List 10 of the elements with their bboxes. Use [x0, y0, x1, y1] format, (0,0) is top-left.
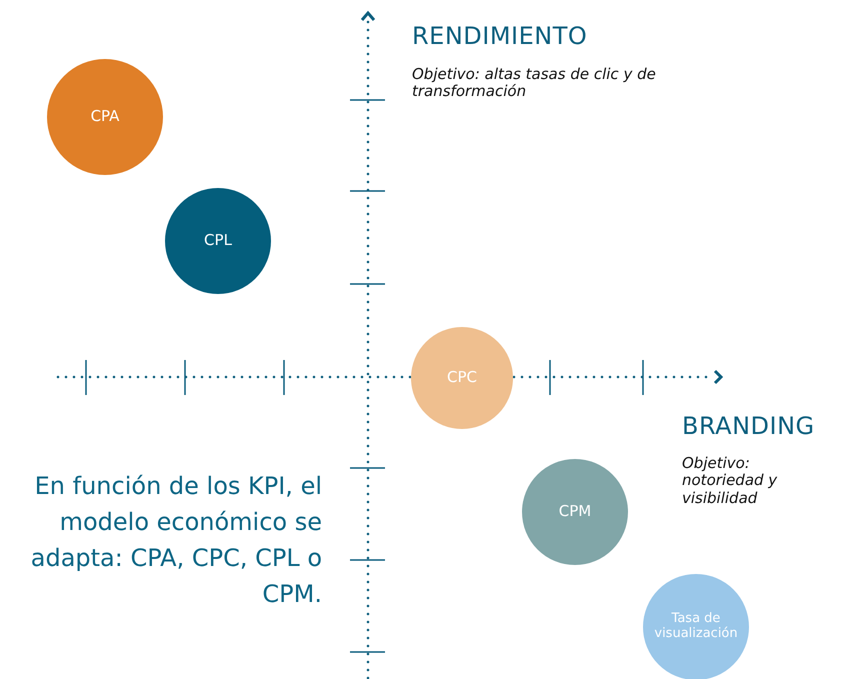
objective-text: Objetivo: altas tasas de clic y de transformación: [412, 66, 657, 100]
node-label: CPL: [204, 232, 232, 250]
node-label: CPM: [558, 503, 592, 521]
axis-title: RENDIMIENTO: [412, 22, 588, 50]
node-label: Tasa de visualización: [653, 612, 739, 642]
axis-title: BRANDING: [682, 412, 815, 440]
node-label: CPA: [90, 108, 120, 126]
description-text: En función de los KPI, el modelo económico se adapta: CPA, CPC, CPL o CPM.: [30, 471, 322, 610]
objective-text: Objetivo: notoriedad y visibilidad: [682, 455, 778, 507]
node-label: CPC: [447, 369, 477, 387]
